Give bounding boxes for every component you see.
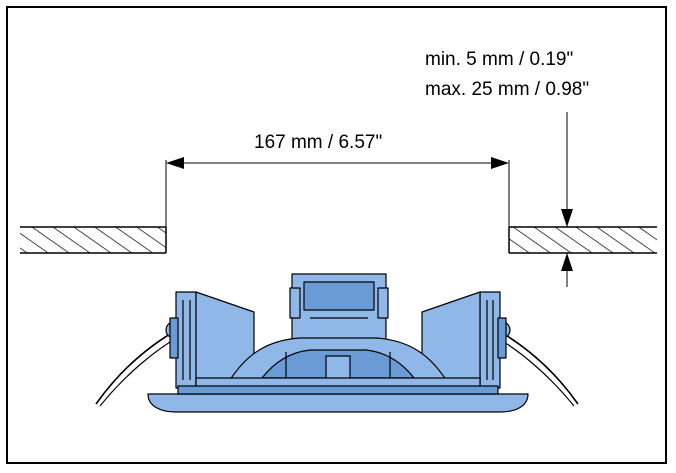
speaker-basket (229, 337, 447, 385)
ceiling-panel-left (20, 226, 167, 254)
arrowhead-up (561, 253, 573, 271)
speaker-baffle (147, 377, 529, 413)
magnet-housing (289, 273, 389, 341)
ceiling-panel-right (508, 226, 657, 254)
mounting-bracket-right (421, 291, 507, 389)
cutout-dimension-line (165, 157, 510, 227)
cutout-width-label: 167 mm / 6.57" (254, 132, 383, 153)
arrowhead-right (491, 157, 509, 169)
thickness-min-label: min. 5 mm / 0.19" (425, 49, 574, 70)
thickness-dimension-line (561, 112, 573, 287)
arrowhead-left (166, 157, 184, 169)
thickness-max-label: max. 25 mm / 0.98" (425, 79, 590, 100)
arrowhead-down (561, 209, 573, 227)
ceiling-speaker (95, 273, 579, 413)
